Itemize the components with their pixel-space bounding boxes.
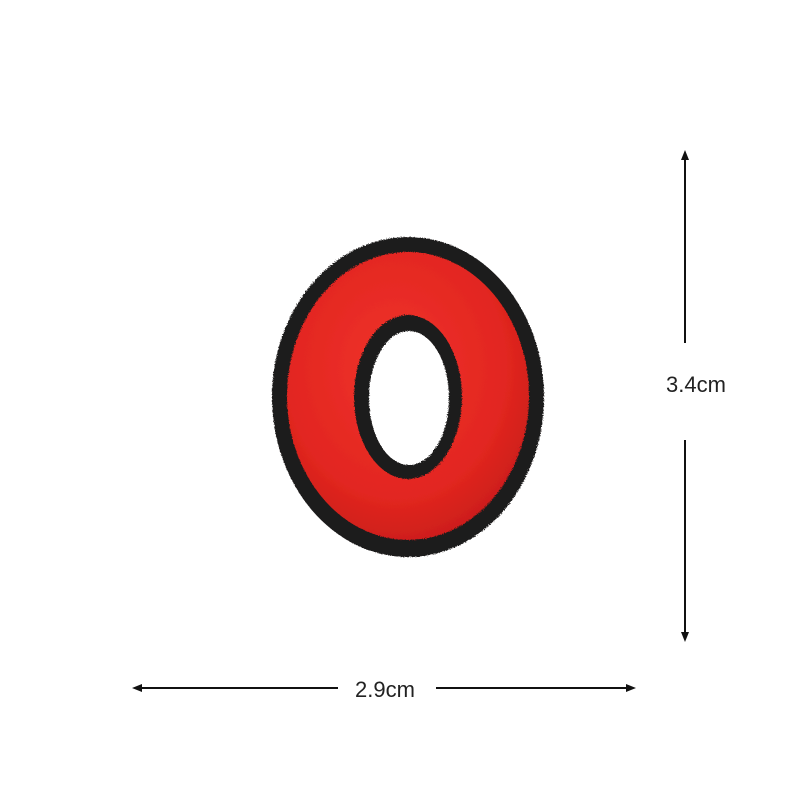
patch-hole	[369, 331, 449, 465]
height-dimension-arrow	[681, 150, 689, 642]
width-label: 2.9cm	[355, 677, 415, 702]
letter-o-patch	[272, 237, 544, 557]
width-dimension-arrow	[132, 684, 636, 692]
height-label: 3.4cm	[666, 372, 726, 397]
